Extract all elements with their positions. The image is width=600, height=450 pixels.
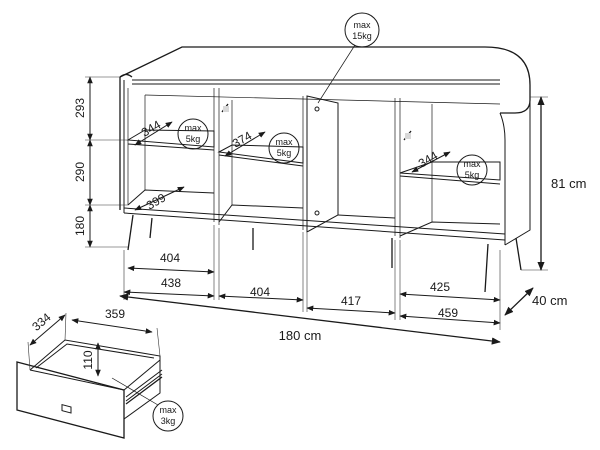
badge-shelf-right: max 5kg: [456, 154, 488, 186]
height-bottom-label: 180: [73, 216, 87, 236]
shelf-right: [399, 161, 501, 185]
badge-shelf-left-line1: max: [184, 123, 202, 133]
badge-top-line2: 15kg: [352, 31, 372, 41]
depth-center-label: 374: [230, 128, 255, 150]
inner-width-left-label: 404: [160, 251, 180, 265]
badge-drawer-line2: 3kg: [161, 416, 176, 426]
badge-shelf-left-line2: 5kg: [186, 134, 201, 144]
overall-height-label: 81 cm: [551, 176, 586, 191]
badge-shelf-center-line1: max: [275, 137, 293, 147]
outer-width-right-label: 459: [438, 306, 458, 320]
overall-width-dimension: 180 cm: [119, 293, 501, 345]
outer-width-left-label: 438: [161, 276, 181, 290]
badge-shelf-right-line2: 5kg: [465, 170, 480, 180]
cabinet-body: [119, 46, 531, 246]
overall-depth-dimension: 40 cm: [504, 287, 567, 316]
badge-drawer-line1: max: [159, 405, 177, 415]
badge-top: max 15kg: [317, 12, 380, 104]
drawer-detail: 334 359 110: [16, 307, 163, 439]
badge-shelf-center: max 5kg: [268, 132, 300, 164]
door-handles: [221, 103, 412, 141]
drawer-depth-label: 334: [29, 310, 54, 334]
outer-width-c2-label: 417: [341, 294, 361, 308]
height-middle-label: 290: [73, 162, 87, 182]
depth-right-label: 344: [416, 148, 441, 170]
drawer-height-label: 110: [81, 350, 95, 369]
badge-top-line1: max: [353, 20, 371, 30]
badge-shelf-center-line2: 5kg: [277, 148, 292, 158]
cabinet-legs: [127, 214, 522, 293]
height-top-label: 293: [73, 98, 87, 118]
inner-width-right-label: 425: [430, 280, 450, 294]
height-dimensions: 293 290 180: [73, 76, 128, 248]
depth-left-label: 344: [139, 117, 164, 139]
width-dimensions: 404 425 438 404 417 459: [123, 225, 501, 330]
cabinet-floor: [127, 189, 501, 237]
overall-width-label: 180 cm: [279, 328, 322, 343]
overall-height-dimension: 81 cm: [521, 96, 586, 271]
badge-shelf-left: max 5kg: [177, 118, 209, 150]
drawer-width-label: 359: [105, 307, 125, 321]
outer-width-c1-label: 404: [250, 285, 270, 299]
center-door-panel: [306, 95, 339, 233]
badge-shelf-right-line1: max: [463, 159, 481, 169]
badge-drawer: max 3kg: [111, 377, 184, 432]
overall-depth-label: 40 cm: [532, 293, 567, 308]
